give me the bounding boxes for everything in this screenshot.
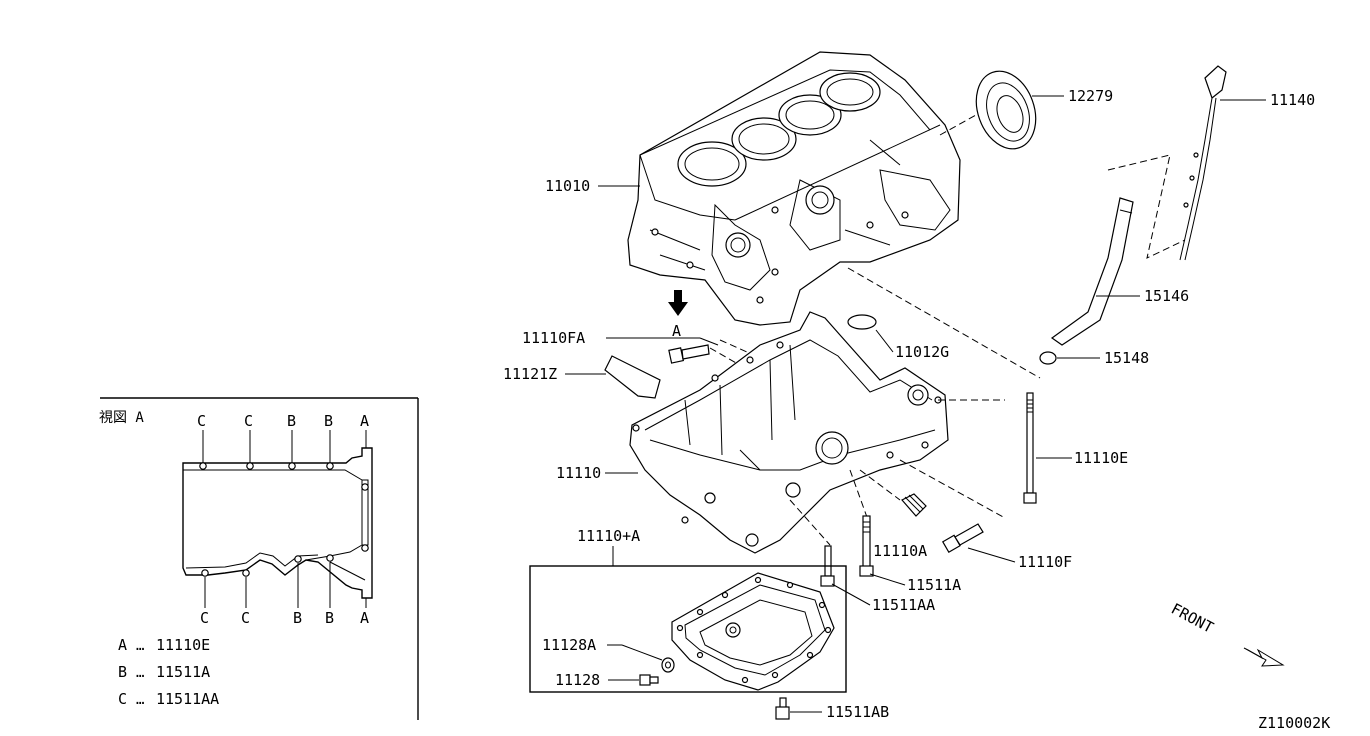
plug-11012g-drawing bbox=[847, 314, 877, 330]
dipstick-drawing bbox=[1179, 65, 1227, 261]
front-arrow-icon bbox=[1243, 647, 1285, 667]
drain-plug-11128-drawing bbox=[639, 674, 659, 686]
view-a-outline bbox=[182, 447, 373, 599]
part-label-11128A: 11128A bbox=[542, 636, 596, 654]
part-label-11110-plus-a: 11110+A bbox=[577, 527, 640, 545]
view-arrow-icon bbox=[668, 290, 688, 316]
legend-sep: … bbox=[136, 638, 144, 654]
view-a-bottom-letter: B bbox=[293, 609, 302, 627]
oil-pan-upper-drawing bbox=[629, 311, 949, 554]
part-label-15148: 15148 bbox=[1104, 349, 1149, 367]
legend-value: 11511A bbox=[156, 663, 210, 681]
part-label-11511A: 11511A bbox=[907, 576, 961, 594]
bolt-11511ab-drawing bbox=[775, 697, 790, 720]
part-label-11121Z: 11121Z bbox=[503, 365, 557, 383]
drawing-code: Z110002K bbox=[1258, 714, 1330, 732]
legend-key: A bbox=[118, 636, 127, 654]
view-arrow-label: A bbox=[672, 322, 681, 340]
oil-pan-lower-drawing bbox=[671, 572, 835, 691]
view-a-inset: 視図 A C C B B A bbox=[99, 397, 419, 720]
part-label-11010: 11010 bbox=[545, 177, 590, 195]
legend-value: 11511AA bbox=[156, 690, 219, 708]
part-label-11140: 11140 bbox=[1270, 91, 1315, 109]
view-a-top-letter: C bbox=[244, 412, 253, 430]
part-label-11110FA: 11110FA bbox=[522, 329, 585, 347]
legend-key: C bbox=[118, 690, 127, 708]
legend-sep: … bbox=[136, 665, 144, 681]
bolt-11110e-drawing bbox=[1023, 392, 1037, 504]
part-label-15146: 15146 bbox=[1144, 287, 1189, 305]
bolt-11110fa-drawing bbox=[668, 344, 710, 364]
oil-seal-drawing bbox=[975, 70, 1037, 150]
o-ring-drawing bbox=[1039, 351, 1057, 365]
view-a-bottom-letter: B bbox=[325, 609, 334, 627]
lower-pan-group-box bbox=[529, 565, 847, 693]
part-label-11110A: 11110A bbox=[873, 542, 927, 560]
legend-sep: … bbox=[136, 692, 144, 708]
legend-key: B bbox=[118, 663, 127, 681]
legend-value: 11110E bbox=[156, 636, 210, 654]
view-a-top-letter: C bbox=[197, 412, 206, 430]
view-a-bottom-letter: A bbox=[360, 609, 369, 627]
view-a-top-letter: A bbox=[360, 412, 369, 430]
view-a-top-letter: B bbox=[324, 412, 333, 430]
front-label: FRONT bbox=[1168, 600, 1216, 637]
part-label-11012G: 11012G bbox=[895, 343, 949, 361]
part-label-11511AB: 11511AB bbox=[826, 703, 889, 721]
cylinder-block-drawing bbox=[627, 51, 961, 326]
view-a-top-letter: B bbox=[287, 412, 296, 430]
bolt-11511a-drawing bbox=[859, 515, 874, 577]
guide-tube-drawing bbox=[1050, 197, 1134, 346]
view-a-title: 視図 A bbox=[99, 410, 144, 426]
view-a-legend: A … 11110E B … 11511A C … 11511AA bbox=[118, 636, 219, 708]
part-label-11110: 11110 bbox=[556, 464, 601, 482]
bolt-11511aa-drawing bbox=[820, 545, 835, 587]
washer-11128a-drawing bbox=[661, 657, 675, 673]
part-label-12279: 12279 bbox=[1068, 87, 1113, 105]
view-a-bottom-letter: C bbox=[241, 609, 250, 627]
bolt-11110f-drawing bbox=[941, 523, 984, 554]
part-label-11110F: 11110F bbox=[1018, 553, 1072, 571]
view-a-bottom-letter: C bbox=[200, 609, 209, 627]
stud-11110a-drawing bbox=[901, 493, 927, 517]
part-label-11110E: 11110E bbox=[1074, 449, 1128, 467]
part-label-11511AA: 11511AA bbox=[872, 596, 935, 614]
part-label-11128: 11128 bbox=[555, 671, 600, 689]
baffle-11121z-drawing bbox=[604, 355, 661, 399]
